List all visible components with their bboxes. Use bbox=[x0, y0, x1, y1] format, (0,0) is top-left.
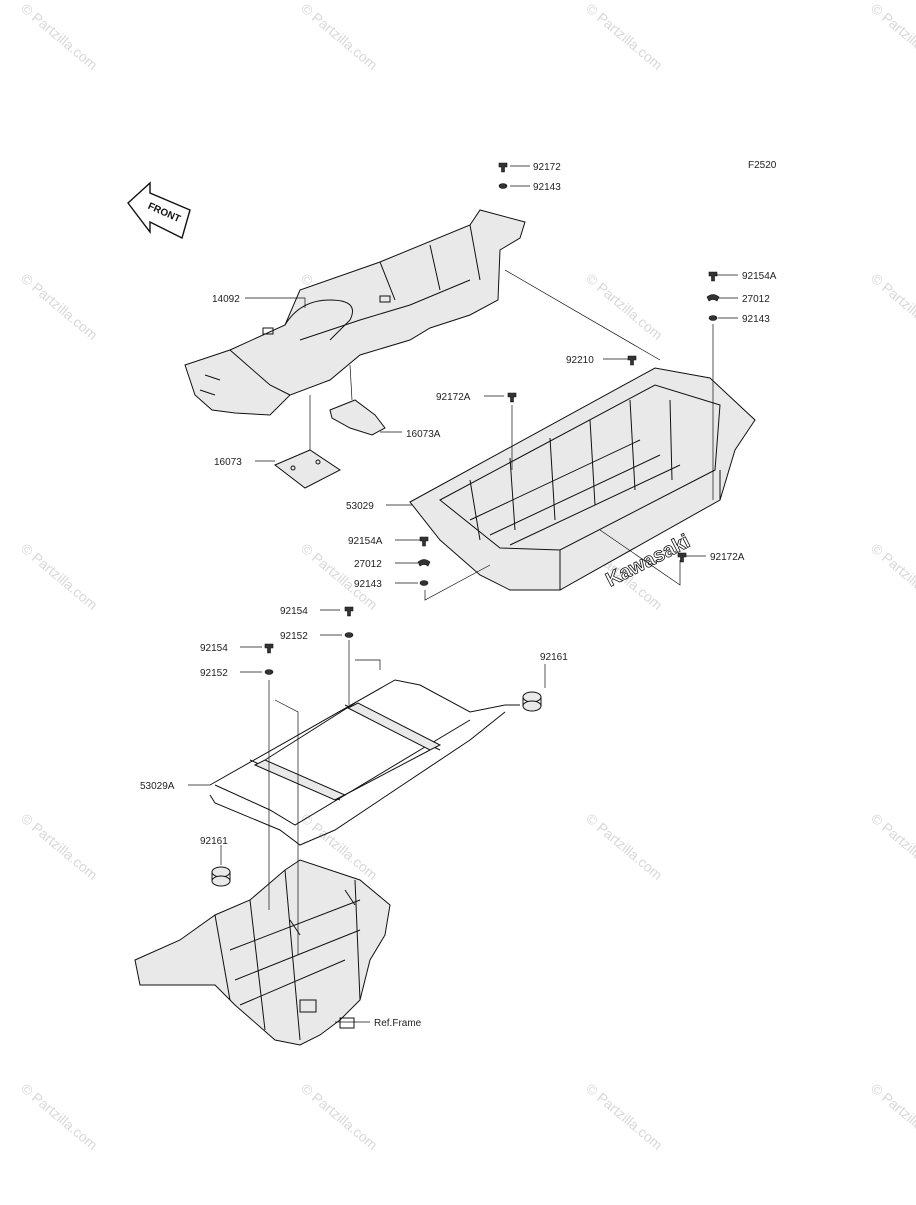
washer-icon bbox=[344, 632, 354, 638]
hardware-layer bbox=[264, 162, 720, 675]
callout-53029: 53029 bbox=[346, 501, 374, 512]
callout-53029a: 53029A bbox=[140, 781, 175, 792]
callout-92152-upper: 92152 bbox=[280, 631, 308, 642]
bolt-icon bbox=[627, 355, 637, 366]
mat-16073a bbox=[329, 399, 386, 436]
bolt-icon bbox=[344, 606, 354, 617]
watermark-text: © Partzilla.com bbox=[18, 810, 101, 883]
bolt-icon bbox=[708, 271, 718, 282]
callout-16073a: 16073A bbox=[406, 429, 441, 440]
spacer-92161-right bbox=[522, 691, 542, 712]
bolt-icon bbox=[419, 536, 429, 547]
callout-92154a-left: 92154A bbox=[348, 536, 383, 547]
watermark-text: © Partzilla.com bbox=[18, 540, 101, 613]
watermark-text: © Partzilla.com bbox=[583, 1080, 666, 1153]
cover-14092 bbox=[184, 209, 526, 416]
bolt-icon bbox=[498, 162, 508, 173]
watermark-text: © Partzilla.com bbox=[868, 1080, 916, 1153]
vehicle-frame bbox=[134, 859, 391, 1046]
watermark-text: © Partzilla.com bbox=[18, 1080, 101, 1153]
callout-92143-left: 92143 bbox=[354, 579, 382, 590]
callout-92143-right: 92143 bbox=[742, 314, 770, 325]
bolt-icon bbox=[507, 392, 517, 403]
callout-92172a-left: 92172A bbox=[436, 392, 471, 403]
watermark-text: © Partzilla.com bbox=[868, 0, 916, 73]
callout-92172-top: 92172 bbox=[533, 162, 561, 173]
front-arrow-icon: FRONT bbox=[127, 181, 191, 240]
figure-code: F2520 bbox=[748, 160, 777, 171]
spacer-92161-left bbox=[211, 866, 231, 887]
watermark-text: © Partzilla.com bbox=[583, 270, 666, 343]
watermark-text: © Partzilla.com bbox=[868, 810, 916, 883]
frame-53029a bbox=[209, 679, 520, 846]
clip-icon bbox=[706, 294, 720, 302]
callout-ref-frame: Ref.Frame bbox=[374, 1018, 422, 1029]
watermark-text: © Partzilla.com bbox=[298, 1080, 381, 1153]
watermark-text: © Partzilla.com bbox=[18, 0, 101, 73]
washer-icon bbox=[498, 183, 508, 189]
watermark-text: © Partzilla.com bbox=[18, 270, 101, 343]
callout-14092: 14092 bbox=[212, 294, 240, 305]
callout-92161-right: 92161 bbox=[540, 652, 568, 663]
leader-lines bbox=[188, 165, 738, 1023]
watermark-text: © Partzilla.com bbox=[298, 0, 381, 73]
callout-92210: 92210 bbox=[566, 355, 594, 366]
callout-92154-lower: 92154 bbox=[200, 643, 228, 654]
washer-icon bbox=[708, 315, 718, 321]
pad-16073 bbox=[274, 449, 341, 489]
watermark-text: © Partzilla.com bbox=[868, 270, 916, 343]
callout-27012-right: 27012 bbox=[742, 294, 770, 305]
bolt-icon bbox=[677, 552, 687, 563]
callout-92143-top: 92143 bbox=[533, 182, 561, 193]
callout-92152-lower: 92152 bbox=[200, 668, 228, 679]
callout-92154-upper: 92154 bbox=[280, 606, 308, 617]
callout-92154a-right: 92154A bbox=[742, 271, 777, 282]
callout-labels: 92172 92143 92154A 27012 92143 14092 922… bbox=[140, 162, 777, 1029]
washer-icon bbox=[264, 669, 274, 675]
watermark-text: © Partzilla.com bbox=[298, 540, 381, 613]
callout-27012-left: 27012 bbox=[354, 559, 382, 570]
bolt-icon bbox=[264, 643, 274, 654]
callout-16073: 16073 bbox=[214, 457, 242, 468]
washer-icon bbox=[419, 580, 429, 586]
callout-92161-left: 92161 bbox=[200, 836, 228, 847]
watermark-text: © Partzilla.com bbox=[868, 540, 916, 613]
clip-icon bbox=[417, 559, 431, 567]
watermark-text: © Partzilla.com bbox=[583, 0, 666, 73]
callout-92172a-right: 92172A bbox=[710, 552, 745, 563]
watermark-text: © Partzilla.com bbox=[583, 810, 666, 883]
